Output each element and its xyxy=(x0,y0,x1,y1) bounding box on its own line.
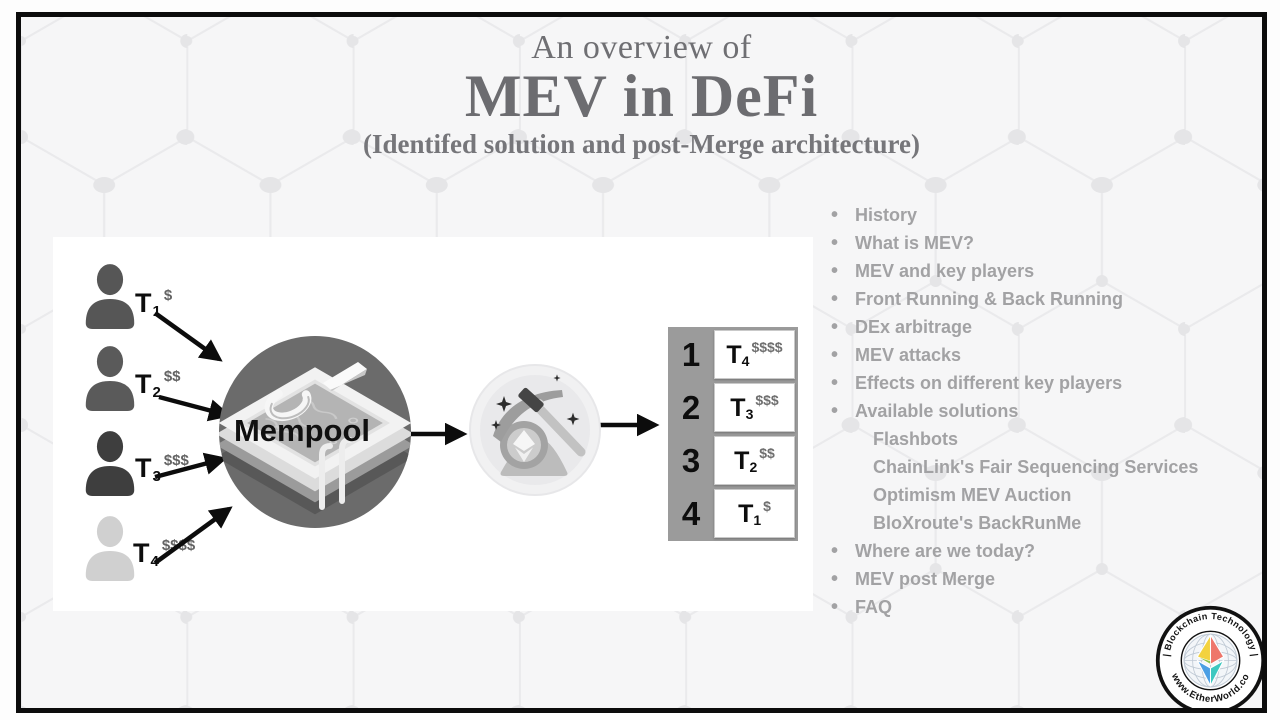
etherworld-logo: | Blockchain Technology | www.EtherWorld… xyxy=(1155,605,1262,708)
flow-diagram-panel: T1$ T2$$ T3$$$ T4$$$$ xyxy=(53,237,813,611)
toc-item: History xyxy=(831,201,1198,229)
overline: An overview of xyxy=(531,29,752,66)
toc-item: Available solutions xyxy=(831,397,1198,425)
toc-item: MEV and key players xyxy=(831,257,1198,285)
subtitle: (Identifed solution and post-Merge archi… xyxy=(363,129,920,159)
toc-subitem: BloXroute's BackRunMe xyxy=(873,513,1082,533)
block-order-list: 1 T4$$$$ 2 T3$$$ 3 T2$$ xyxy=(668,327,798,541)
toc-item: Front Running & Back Running xyxy=(831,285,1198,313)
block-cell-4: T1$ xyxy=(714,489,795,538)
block-row-2: 2 T3$$$ xyxy=(668,383,798,432)
tx-fee-3: $$$ xyxy=(163,452,189,469)
block-row-3: 3 T2$$ xyxy=(668,436,798,485)
toc-subitem: Optimism MEV Auction xyxy=(873,485,1072,505)
block-position-1: 1 xyxy=(681,335,701,373)
toc-item: MEV attacks xyxy=(831,341,1198,369)
toc-item: FAQ xyxy=(831,593,1198,621)
toc-item: DEx arbitrage xyxy=(831,313,1198,341)
mempool-label: Mempool xyxy=(234,413,370,448)
sparkle-icons xyxy=(491,374,580,430)
block-position-4: 4 xyxy=(681,494,701,532)
mempool-illustration: Mempool xyxy=(219,336,411,528)
toc-subitem: ChainLink's Fair Sequencing Services xyxy=(873,457,1199,477)
block-row-4: 4 T1$ xyxy=(668,489,798,538)
flow-arrows xyxy=(153,311,660,565)
toc: History What is MEV? MEV and key players… xyxy=(831,201,1198,621)
toc-item: Where are we today? xyxy=(831,537,1198,565)
user-icon-4 xyxy=(85,516,135,581)
toc-item: MEV post Merge xyxy=(831,565,1198,593)
miner-icon xyxy=(469,364,601,496)
user-icon-1 xyxy=(85,264,135,329)
header: An overview of MEV in DeFi (Identifed so… xyxy=(21,29,1262,160)
ethereum-diamond-icon xyxy=(1196,634,1225,687)
tx-fee-1: $ xyxy=(163,287,173,304)
toc-item: What is MEV? xyxy=(831,229,1198,257)
page-title: MEV in DeFi xyxy=(464,63,819,129)
toc-item: Effects on different key players xyxy=(831,369,1198,397)
block-cell-1: T4$$$$ xyxy=(714,330,795,379)
tx-fee-2: $$ xyxy=(163,368,181,385)
block-cell-3: T2$$ xyxy=(714,436,795,485)
block-cell-2: T3$$$ xyxy=(714,383,795,432)
frame: An overview of MEV in DeFi (Identifed so… xyxy=(16,12,1267,713)
block-position-3: 3 xyxy=(681,441,701,479)
block-row-1: 1 T4$$$$ xyxy=(668,330,798,379)
block-position-2: 2 xyxy=(681,388,701,426)
user-icon-2 xyxy=(85,346,135,411)
toc-subitem: Flashbots xyxy=(873,429,959,449)
user-icon-3 xyxy=(85,431,135,496)
tx-label-2: T2$$ xyxy=(135,368,181,401)
